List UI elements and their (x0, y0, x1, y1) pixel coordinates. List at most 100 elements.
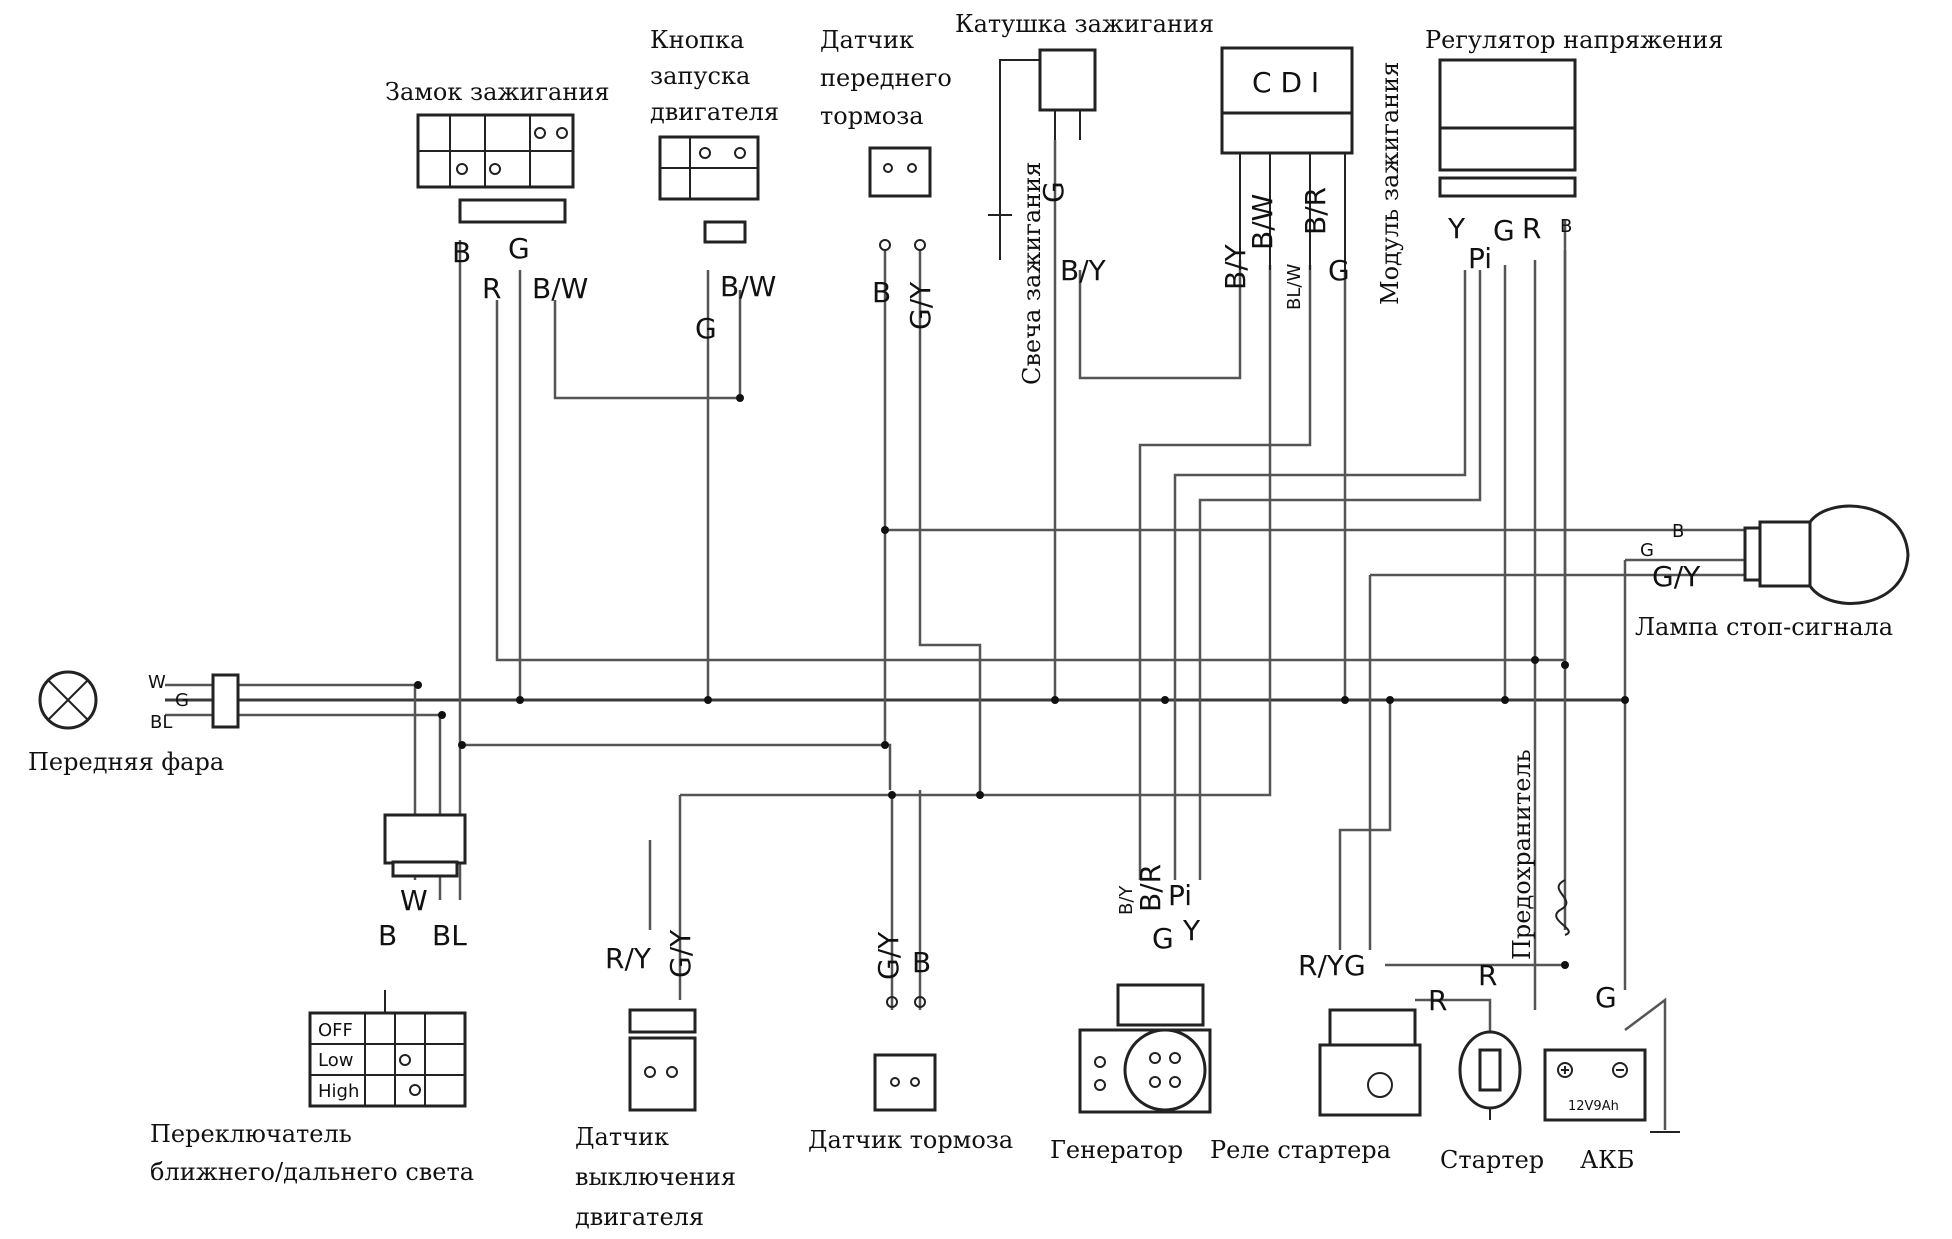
wire-label-bw: B/W (1246, 194, 1279, 250)
wire-label-w: W (148, 672, 166, 693)
wire-label-r: R (1478, 959, 1497, 992)
wire-label-b: B (1560, 216, 1572, 237)
wire-label-y: Y (1182, 914, 1201, 947)
wire-color-labels: B G R B/W B/W G B G/Y G B/Y B/Y B/W BL/W… (148, 181, 1701, 1017)
brake-sensor-label: Датчик тормоза (808, 1126, 1013, 1154)
ignition-coil (1038, 48, 1097, 140)
battery-label: АКБ (1580, 1146, 1634, 1174)
front-brake-sensor (868, 146, 932, 251)
wire-label-b: B (872, 276, 891, 309)
starter-label: Стартер (1440, 1146, 1544, 1174)
junction-dot (1051, 696, 1059, 704)
beam-switch (308, 813, 467, 1108)
headlight-label: Передняя фара (28, 748, 224, 776)
ignition-coil-label: Катушка зажигания (955, 10, 1214, 38)
generator-label: Генератор (1050, 1136, 1183, 1164)
wire-label-blw: BL/W (1284, 264, 1305, 310)
wire-label-b: B (912, 946, 931, 979)
cdi-blw-wire (680, 265, 1272, 797)
wire-label-ry: R/Y (605, 942, 652, 975)
junction-dot (414, 681, 422, 689)
battery (1543, 1048, 1680, 1133)
coil-by-wire (1078, 260, 1242, 380)
kill-sensor-label-1: Датчик (575, 1123, 669, 1151)
reg-y-wire (1173, 270, 1467, 880)
beam-switch-label-1: Переключатель (150, 1120, 352, 1148)
headlight (38, 670, 240, 730)
junction-dot (1386, 696, 1394, 704)
junction-dot (881, 741, 889, 749)
start-button-label-1: Кнопка (650, 26, 744, 54)
relay-ry-wire (1338, 700, 1392, 950)
starter-relay (1318, 1008, 1422, 1117)
wire-label-g: G (508, 232, 530, 265)
wire-label-g: G (175, 690, 189, 711)
junction-dot (1531, 656, 1539, 664)
battery-spec-label: 12V9Ah (1568, 1099, 1619, 1114)
starter-motor (1458, 1030, 1522, 1120)
wire-label-g: G (1595, 981, 1617, 1014)
wire-label-pi: Pi (1168, 879, 1192, 912)
start-button-label-3: двигателя (650, 98, 779, 126)
wire-label-ryg: R/YG (1298, 949, 1366, 982)
wire-label-g: G (1328, 254, 1350, 287)
wire-label-gy: G/Y (904, 281, 937, 330)
ignition-module-label: Модуль зажигания (1376, 62, 1404, 305)
bus-second-wire (460, 743, 892, 790)
wire-label-bw: B/W (720, 270, 776, 303)
beam-switch-label-2: ближнего/дальнего света (150, 1158, 474, 1186)
junction-dot (881, 526, 889, 534)
cdi-module (1220, 46, 1354, 270)
cdi-br-wire (1138, 265, 1312, 880)
voltage-regulator-label: Регулятор напряжения (1425, 26, 1723, 54)
ignition-lock-label: Замок зажигания (385, 78, 610, 106)
wire-label-b: B (452, 236, 471, 269)
front-brake-label-3: тормоза (820, 102, 924, 130)
spark-plug-label: Свеча зажигания (1018, 162, 1046, 385)
junction-dot (1561, 661, 1569, 669)
junction-dot (516, 696, 524, 704)
wire-label-by: B/Y (1060, 254, 1107, 287)
start-button-switch (658, 135, 760, 244)
start-button-label-2: запуска (650, 62, 750, 90)
junction-dot (1561, 961, 1569, 969)
wire-label-bl: BL (432, 919, 467, 952)
wire-label-br: B/R (1299, 187, 1332, 235)
wire-label-r: R (1522, 212, 1541, 245)
wire-label-by: B/Y (1116, 885, 1137, 915)
wire-label-g: G (1640, 540, 1654, 561)
wire-label-bl: BL (150, 712, 172, 733)
front-brake-label-1: Датчик (820, 26, 914, 54)
wire-label-by: B/Y (1219, 243, 1252, 290)
wire-label-r: R (482, 272, 501, 305)
component-labels: Замок зажигания Кнопка запуска двигателя… (28, 10, 1893, 1231)
wire-label-gy: G/Y (664, 929, 697, 978)
wire-label-br: B/R (1134, 864, 1167, 912)
junctions (414, 394, 1629, 969)
wire-label-g: G (1152, 922, 1174, 955)
wire-label-g: G (695, 312, 717, 345)
wire-label-pi: Pi (1468, 242, 1492, 275)
junction-dot (1621, 696, 1629, 704)
bw-link-wire (553, 290, 742, 400)
starter-relay-label: Реле стартера (1210, 1136, 1391, 1164)
ignition-lock (416, 113, 575, 224)
junction-dot (1501, 696, 1509, 704)
reg-pi-wire (1198, 270, 1482, 880)
battery-ground-wire (1624, 997, 1667, 1130)
wire-label-g: G (1037, 181, 1070, 203)
junction-dot (1341, 696, 1349, 704)
wire-label-r: R (1428, 984, 1447, 1017)
wire-label-b: B (378, 919, 397, 952)
beam-high-label: High (318, 1081, 359, 1102)
junction-dot (736, 394, 744, 402)
wire-label-gy: G/Y (872, 931, 905, 980)
cdi-label: C D I (1252, 66, 1319, 99)
junction-dot (888, 791, 896, 799)
wire-label-gy: G/Y (1652, 560, 1701, 593)
generator (1078, 983, 1212, 1114)
wire-label-y: Y (1447, 212, 1466, 245)
junction-dot (976, 791, 984, 799)
